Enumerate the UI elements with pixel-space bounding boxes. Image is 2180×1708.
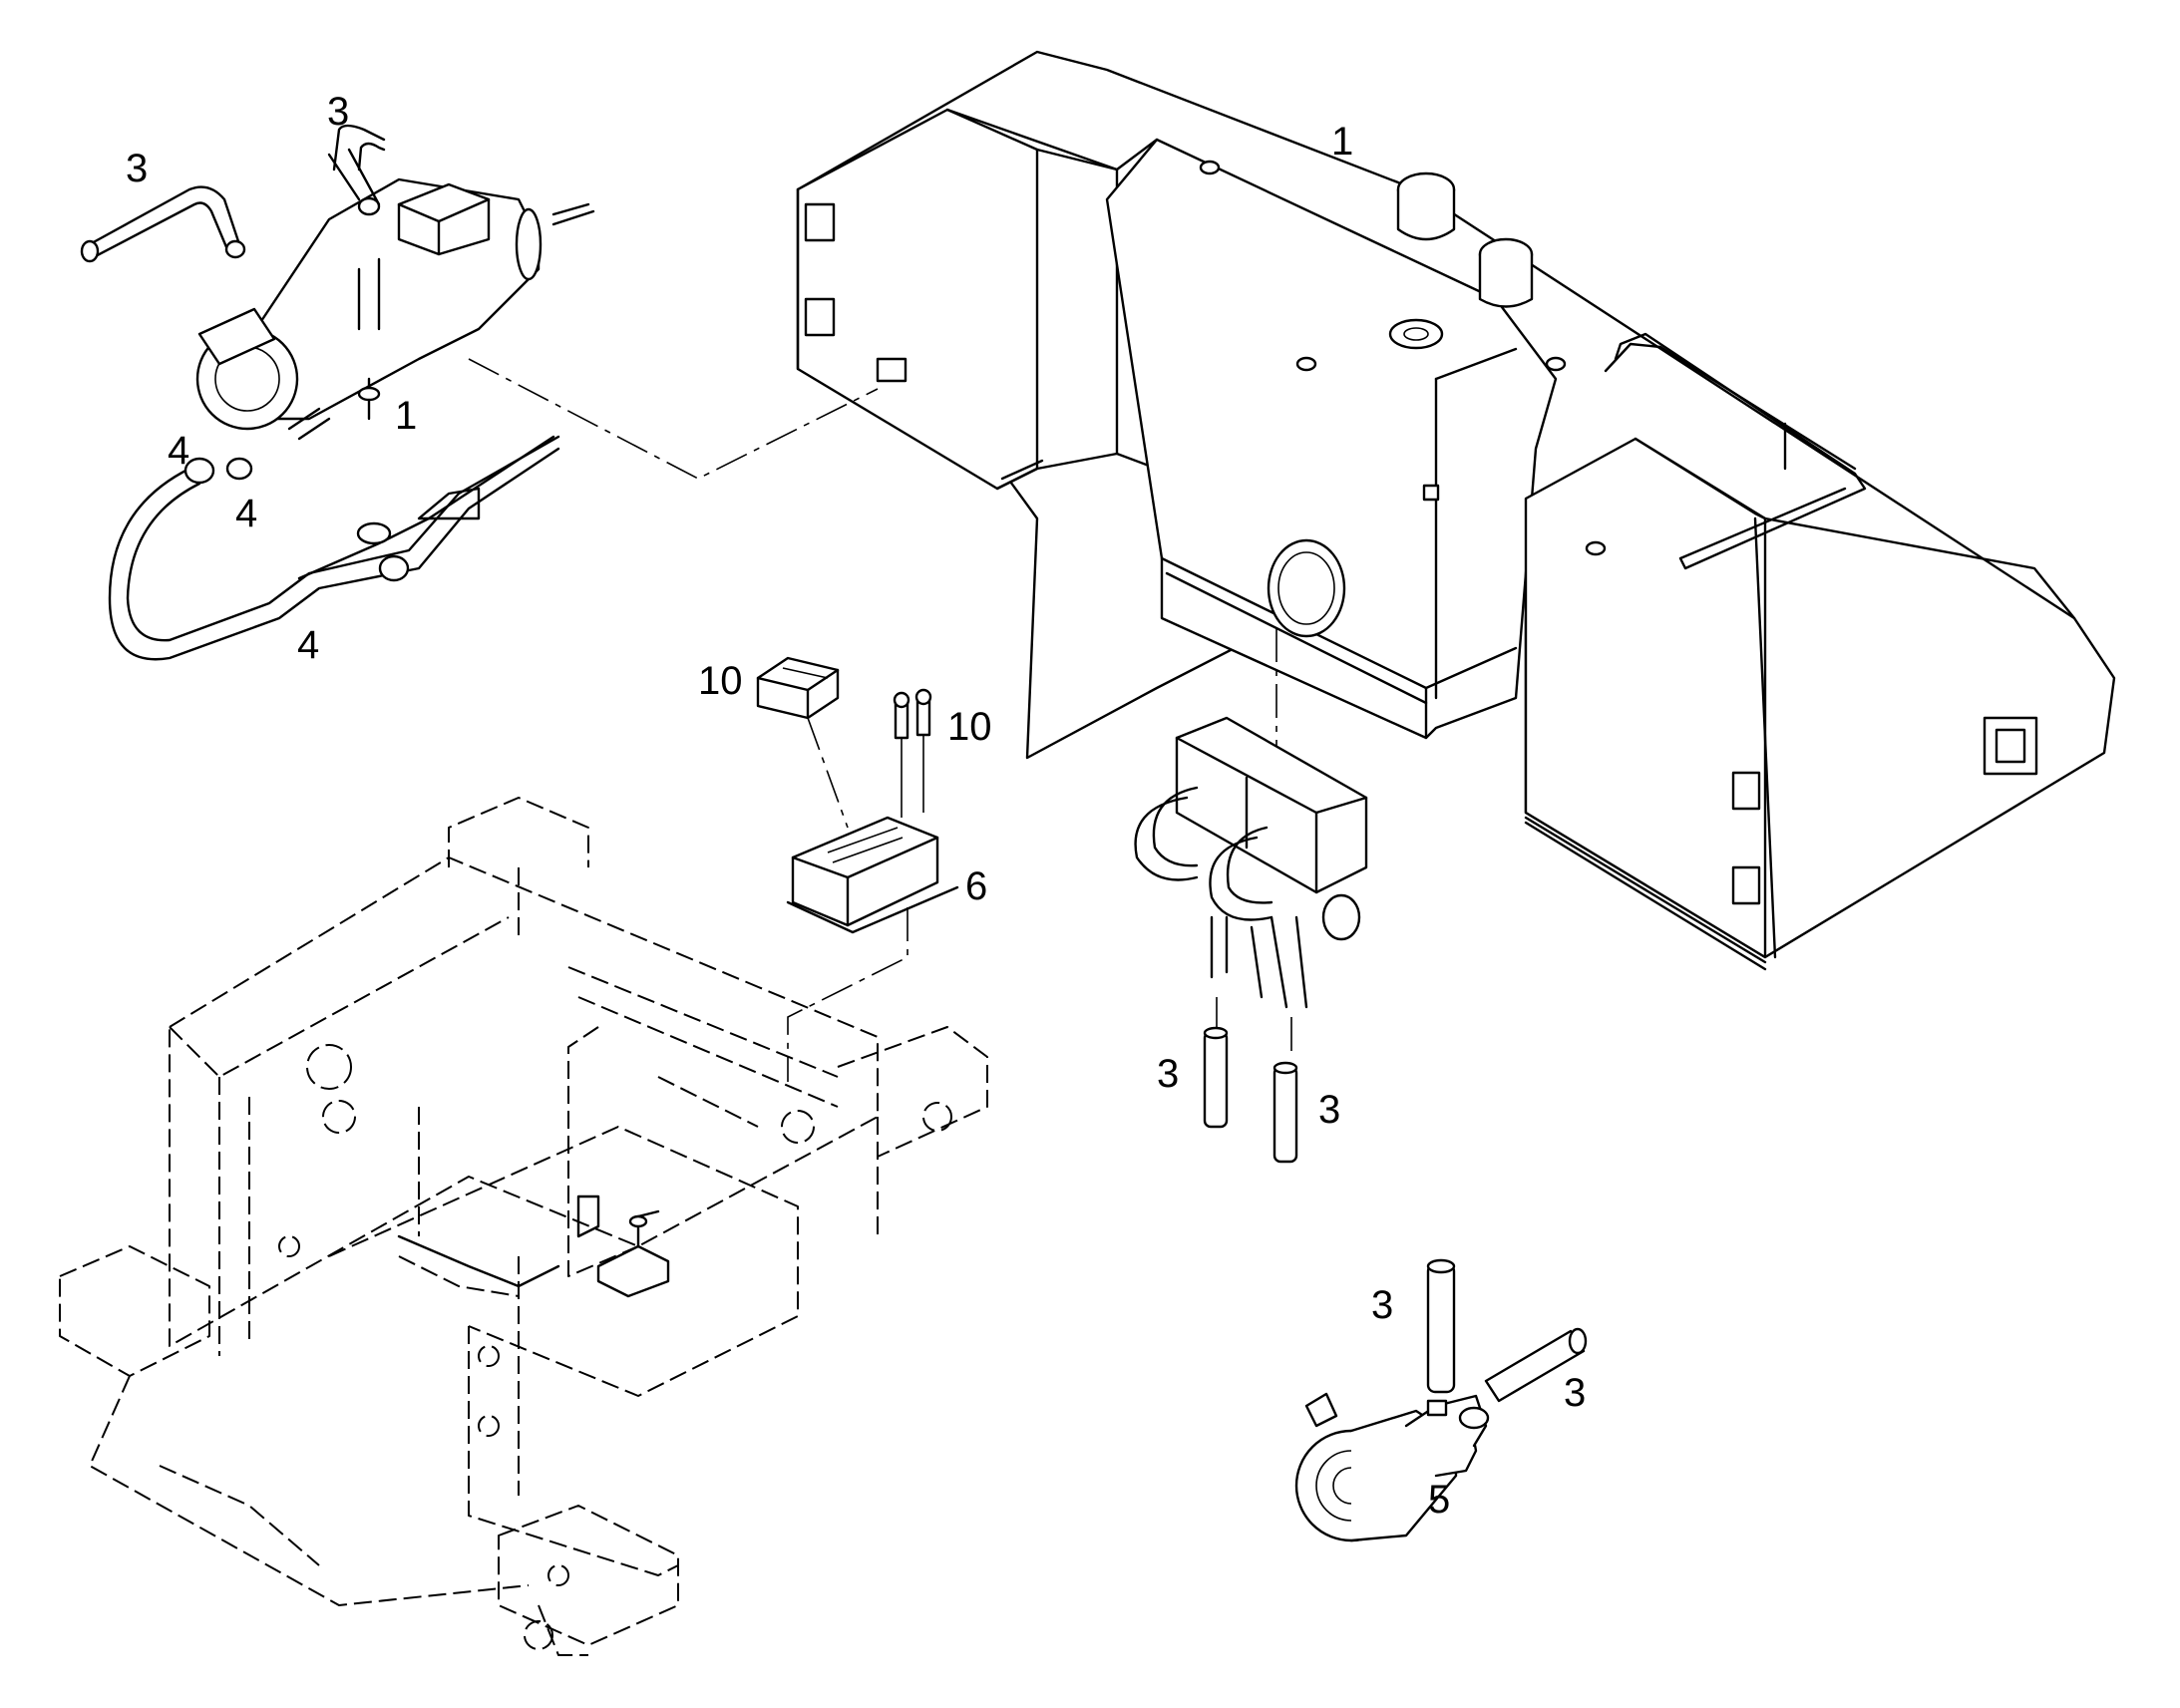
- pipes-3-valve: [1203, 1026, 1298, 1164]
- callout-fuse-10: 10: [947, 705, 992, 749]
- fuel-tank-assembly: [796, 50, 2116, 971]
- callout-pump-5: 5: [1428, 1478, 1450, 1522]
- hose-3-top-mid: [327, 124, 386, 216]
- callout-pipe-3-left: 3: [1157, 1052, 1179, 1096]
- pump-pipe-3-right: [1484, 1327, 1588, 1403]
- callout-heater-1: 1: [395, 394, 417, 438]
- callout-hose-3-mid: 3: [327, 90, 349, 134]
- pump-pipe-3-top: [1426, 1258, 1456, 1394]
- callout-bracket-6: 6: [965, 864, 987, 908]
- frame-phantom: [59, 797, 988, 1656]
- hose-assembly-4: [108, 435, 560, 661]
- callout-hose-3-left: 3: [126, 147, 148, 190]
- callout-switch-10: 10: [698, 659, 743, 703]
- fuse-bracket-6: [786, 816, 959, 1082]
- valve-block: [1134, 716, 1368, 1057]
- callout-fitting-4a: 4: [168, 429, 189, 473]
- pump-5: [1294, 1392, 1490, 1542]
- callout-pump-pipe-3-right: 3: [1564, 1371, 1586, 1415]
- switch-10: [756, 656, 849, 829]
- callout-pipe-3-right: 3: [1318, 1088, 1340, 1132]
- fuses-10: [893, 688, 932, 818]
- heater-unit: [195, 177, 879, 480]
- callout-fitting-4b: 4: [235, 492, 257, 535]
- callout-tank-1: 1: [1331, 120, 1353, 164]
- callout-pump-pipe-3-top: 3: [1371, 1283, 1393, 1327]
- hose-3-top-left: [80, 185, 246, 263]
- callout-hose-4: 4: [297, 623, 319, 667]
